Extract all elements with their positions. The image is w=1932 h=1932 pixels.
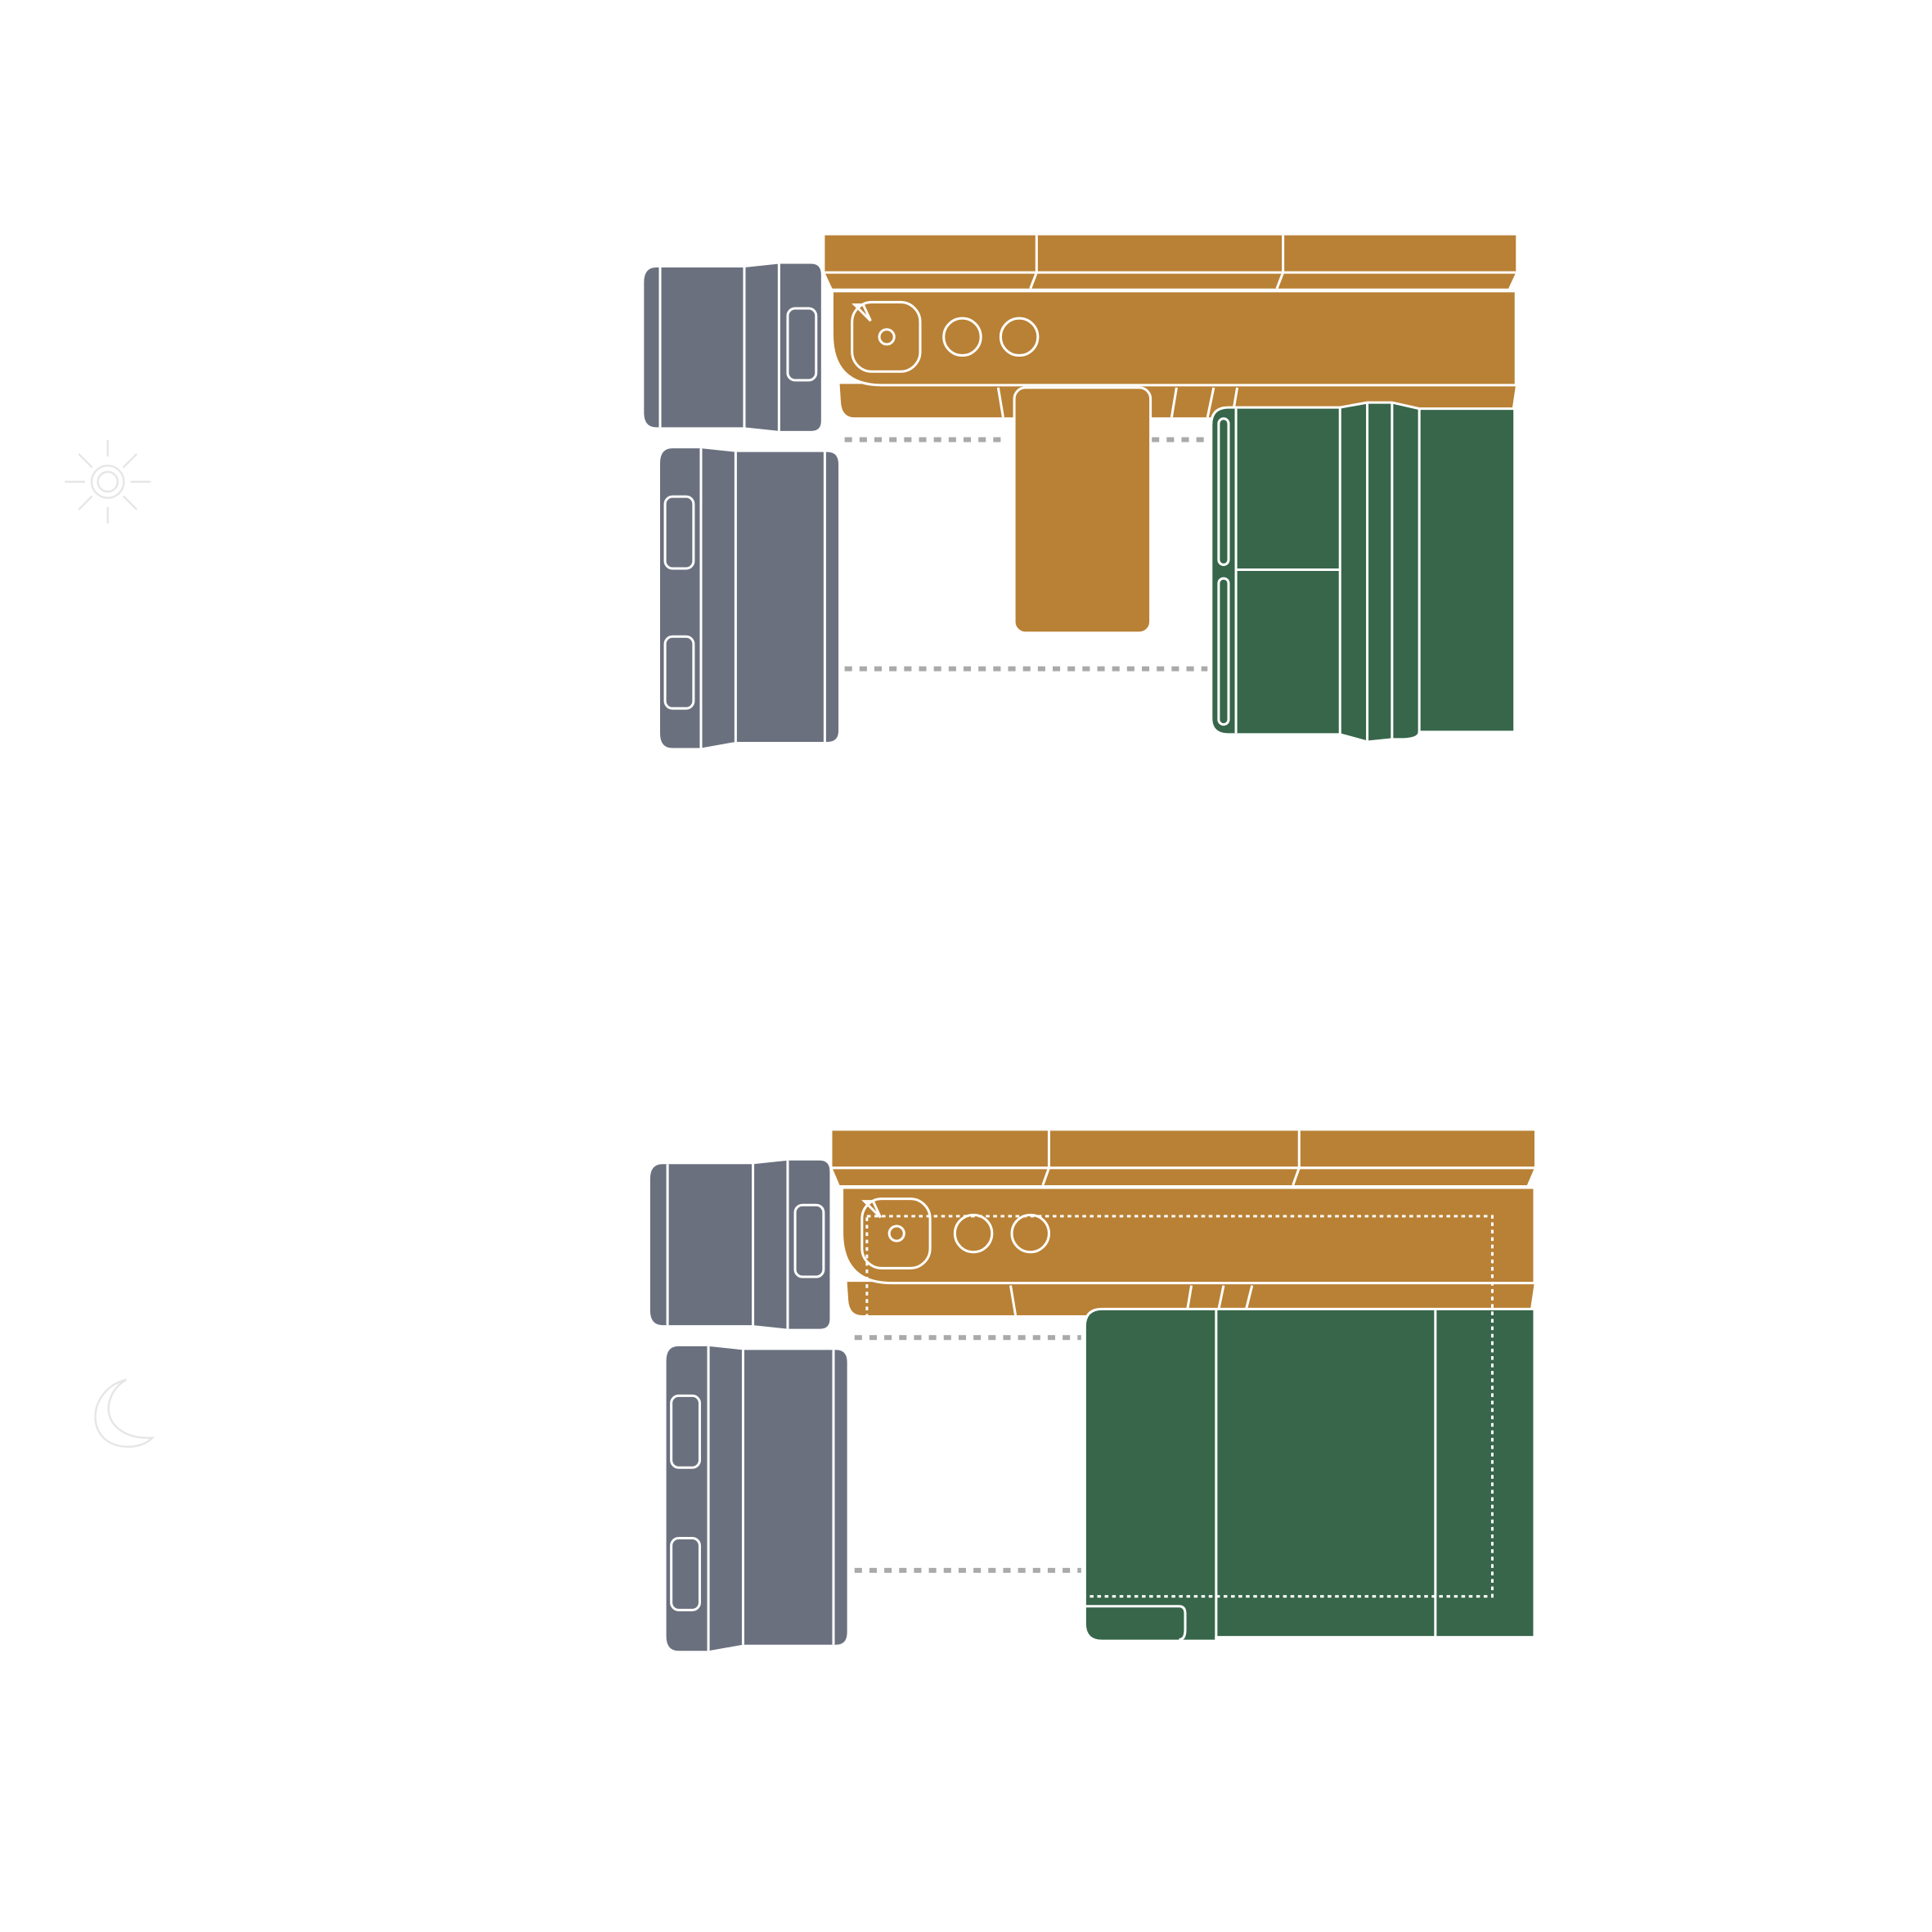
- moon-icon: [94, 1378, 155, 1448]
- seat-front-top: [649, 1160, 830, 1329]
- table: [1013, 386, 1152, 635]
- seat-bench-bottom: [660, 448, 839, 748]
- sink-icon: [851, 300, 922, 373]
- night-layout: [649, 1130, 1536, 1651]
- seat-front-top: [644, 263, 821, 431]
- sink-icon: [860, 1197, 932, 1269]
- kitchen-counter: [832, 1130, 1536, 1316]
- stowed-table-outline: [865, 1215, 1494, 1598]
- rear-bed: [1210, 401, 1516, 744]
- burner-icon: [1010, 1213, 1050, 1254]
- sun-icon: [65, 439, 151, 524]
- day-layout: [644, 235, 1517, 748]
- burner-icon: [999, 317, 1040, 357]
- burner-icon: [942, 317, 982, 357]
- kitchen-counter: [824, 235, 1517, 418]
- bed: [1083, 1307, 1536, 1642]
- seat-bench-bottom: [666, 1346, 847, 1651]
